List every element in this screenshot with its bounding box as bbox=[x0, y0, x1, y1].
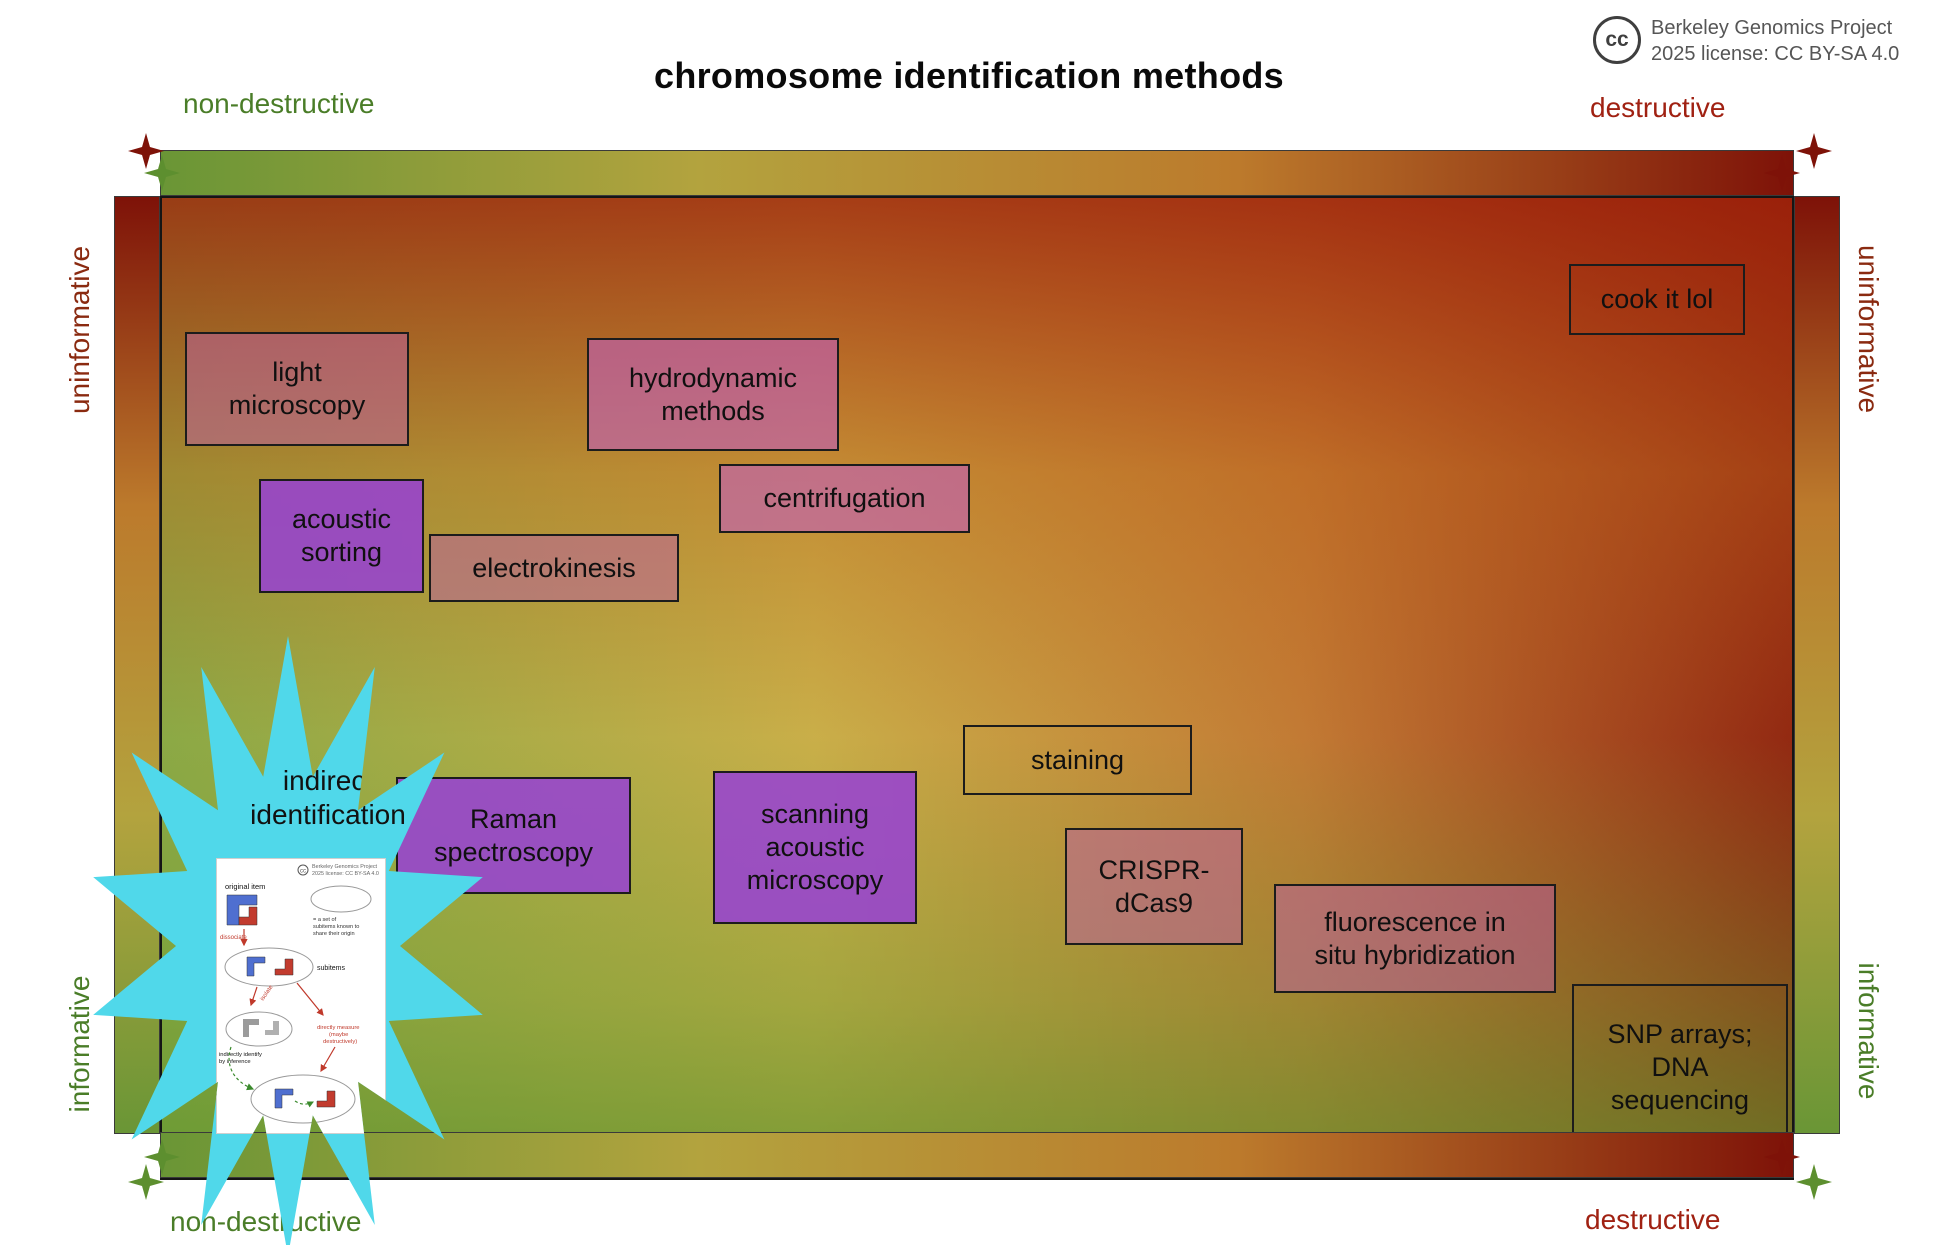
arrowhead-left-bar-top-icon bbox=[128, 133, 164, 169]
axis-label-bottom-nondestructive: non-destructive bbox=[170, 1206, 362, 1237]
inset-directly-1: directly measure bbox=[317, 1025, 360, 1031]
isolated-ellipse bbox=[225, 1011, 293, 1047]
set-ellipse bbox=[310, 885, 372, 913]
indirect-identification-label: indirect identification bbox=[250, 765, 406, 830]
arrowhead-left-bar-bottom-icon bbox=[128, 1164, 164, 1200]
indirect-identification-inset: cc Berkeley Genomics Project 2025 licens… bbox=[216, 858, 386, 1134]
axis-label-right-informative: informative bbox=[1853, 962, 1884, 1100]
inset-original-item-label: original item bbox=[225, 882, 265, 891]
inset-set-note-3: share their origin bbox=[313, 931, 355, 937]
inset-subitems-label: subitems bbox=[317, 965, 346, 972]
inset-isolate-label: isolate bbox=[260, 984, 275, 1002]
isolate-arrow-right bbox=[296, 982, 324, 1016]
axis-label-top-nondestructive: non-destructive bbox=[183, 88, 375, 119]
gradient-bar-top bbox=[160, 150, 1794, 196]
axis-label-left-informative: informative bbox=[64, 975, 95, 1113]
inset-indirect-1: indirectly identify bbox=[219, 1052, 262, 1058]
red-result-icon bbox=[316, 1090, 336, 1108]
attribution-org: Berkeley Genomics Project bbox=[1651, 17, 1893, 39]
method-snp-arrays-dna-sequencing: SNP arrays; DNA sequencing bbox=[1572, 984, 1788, 1151]
arrowhead-right-bar-bottom-icon bbox=[1796, 1164, 1832, 1200]
subitems-ellipse bbox=[224, 947, 314, 987]
inset-directly-3: destructively) bbox=[323, 1039, 357, 1045]
axis-label-bottom-destructive: destructive bbox=[1585, 1204, 1721, 1235]
method-scanning-acoustic-microscopy: scanning acoustic microscopy bbox=[713, 771, 917, 924]
method-staining: staining bbox=[963, 725, 1192, 795]
blue-subitem-icon bbox=[246, 956, 266, 977]
red-subitem-icon bbox=[274, 958, 294, 976]
result-inference-arrow bbox=[294, 1100, 314, 1108]
inset-directly-2: (maybe bbox=[329, 1032, 348, 1038]
axis-label-left-uninformative: uninformative bbox=[64, 245, 95, 415]
attribution: Berkeley Genomics Project 2025 license: … bbox=[1651, 15, 1899, 67]
arrowhead-right-bar-top-icon bbox=[1796, 133, 1832, 169]
inset-dissociate-label: dissociate bbox=[220, 935, 247, 941]
inset-attribution-org: Berkeley Genomics Project bbox=[312, 864, 378, 870]
result-ellipse bbox=[250, 1074, 356, 1124]
axis-label-right-uninformative: uninformative bbox=[1853, 244, 1884, 414]
method-fish: fluorescence in situ hybridization bbox=[1274, 884, 1556, 993]
inset-set-note-2: subitems known to bbox=[313, 924, 359, 930]
method-electrokinesis: electrokinesis bbox=[429, 534, 679, 602]
isolate-arrow-left bbox=[249, 986, 258, 1007]
inset-set-note-1: = a set of bbox=[313, 917, 337, 923]
plot-area: cook it lol light microscopy hydrodynami… bbox=[160, 196, 1794, 1180]
method-hydrodynamic-methods: hydrodynamic methods bbox=[587, 338, 839, 451]
gradient-bar-right bbox=[1794, 196, 1840, 1134]
attribution-license: 2025 license: CC BY-SA 4.0 bbox=[1651, 43, 1900, 65]
inset-attribution-license: 2025 license: CC BY-SA 4.0 bbox=[312, 871, 379, 877]
blue-piece-icon bbox=[226, 894, 258, 926]
method-crispr-dcas9: CRISPR- dCas9 bbox=[1065, 828, 1243, 945]
gradient-bar-bottom bbox=[160, 1132, 1794, 1178]
gray-piece-1-icon bbox=[243, 1019, 259, 1037]
inset-indirect-2: by inference bbox=[219, 1059, 251, 1065]
cc-license-icon: cc bbox=[1593, 16, 1641, 64]
cc-license-icon-label: cc bbox=[1605, 28, 1629, 51]
indirect-identification-flowchart: cc Berkeley Genomics Project 2025 licens… bbox=[219, 864, 379, 1124]
red-piece-icon bbox=[238, 906, 258, 926]
blue-result-icon bbox=[274, 1088, 294, 1109]
gray-piece-2-icon bbox=[265, 1021, 279, 1035]
inset-cc-icon bbox=[297, 864, 309, 876]
inset-cc-label: cc bbox=[300, 869, 306, 875]
method-acoustic-sorting: acoustic sorting bbox=[259, 479, 424, 593]
page-title: chromosome identification methods bbox=[654, 55, 1284, 96]
directly-measure-arrow bbox=[320, 1046, 336, 1073]
method-centrifugation: centrifugation bbox=[719, 464, 970, 533]
axis-label-top-destructive: destructive bbox=[1590, 92, 1726, 123]
method-cook-it-lol: cook it lol bbox=[1569, 264, 1745, 335]
method-light-microscopy: light microscopy bbox=[185, 332, 409, 446]
